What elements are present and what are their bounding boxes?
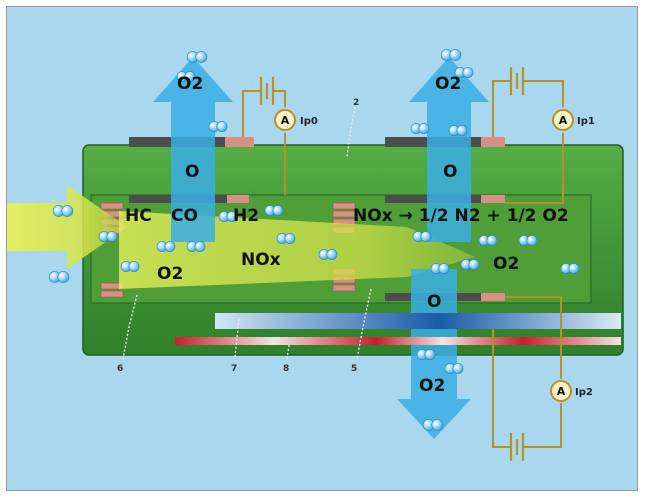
reaction-label: NOx → 1/2 N2 + 1/2 O2 [353,206,569,226]
o2-label: O2 [157,264,183,284]
callout-7: 7 [231,364,237,374]
hc-label: HC [125,206,152,226]
o2-label: O2 [177,74,203,94]
o2-label: O2 [419,376,445,396]
o-label: O [427,292,441,312]
ammeter-icon: A [552,109,574,131]
o2-label: O2 [435,74,461,94]
battery-icon [259,67,525,461]
callout-6: 6 [117,364,123,374]
svg-text:A: A [557,385,566,398]
o-label: O [185,162,199,182]
o-label: O [443,162,457,182]
ip-label-bottom: Ip2 [575,387,593,398]
ammeter-icon: A [550,380,572,402]
circuit-wires [242,80,564,448]
nox-sensor-diagram: A A A Ip0 Ip1 Ip2 [7,49,624,461]
co-label: CO [171,206,198,226]
gradient-strip [215,313,621,329]
callout-2: 2 [353,98,359,108]
svg-text:A: A [559,114,568,127]
ammeter-icon: A [274,109,296,131]
ip-label-top-left: Ip0 [300,116,318,127]
callout-5: 5 [351,364,357,374]
h2-label: H2 [233,206,259,226]
heater [175,337,621,345]
nox-label: NOx [241,250,281,270]
ip-label-top-right: Ip1 [577,116,595,127]
diagram-frame: A A A Ip0 Ip1 Ip2 [6,6,638,491]
oxygen-arrow-top-right [409,57,489,242]
oxygen-arrow-bottom [397,269,471,439]
o2-label: O2 [493,254,519,274]
leader-lines [122,106,372,360]
callout-8: 8 [283,364,289,374]
svg-text:A: A [281,114,290,127]
